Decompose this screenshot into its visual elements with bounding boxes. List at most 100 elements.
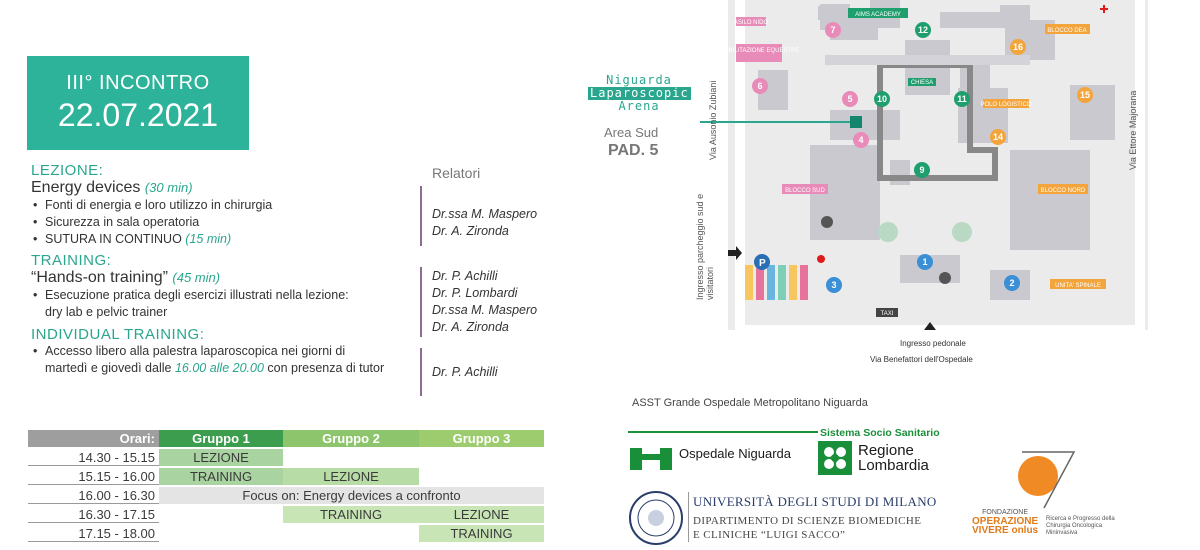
map-pin-1: 1 <box>917 254 933 270</box>
table-row: 15.15 - 16.00 TRAINING LEZIONE <box>28 468 544 485</box>
map-road <box>735 0 1145 335</box>
svg-text:4: 4 <box>858 135 863 145</box>
department-name: DIPARTIMENTO DI SCIENZE BIOMEDICHE E CLI… <box>693 515 922 541</box>
table-row: 17.15 - 18.00 TRAINING <box>28 525 544 542</box>
svg-text:7: 7 <box>830 25 835 35</box>
hospital-map: P 7 12 16 6 5 10 11 15 4 14 9 1 3 2 ASIL… <box>700 0 1148 364</box>
label-polo: POLO LOGISTICO <box>980 102 1031 108</box>
map-pin-4: 4 <box>853 132 869 148</box>
label-pedonale: Ingresso pedonale <box>900 339 966 348</box>
svg-text:10: 10 <box>877 94 887 104</box>
university-seal-icon <box>629 491 683 545</box>
map-pin-5: 5 <box>842 91 858 107</box>
svg-text:6: 6 <box>757 81 762 91</box>
table-header: Orari: Gruppo 1 Gruppo 2 Gruppo 3 <box>28 430 544 447</box>
svg-text:15: 15 <box>1080 90 1090 100</box>
svg-text:P: P <box>759 258 766 269</box>
event-title: III° INCONTRO <box>66 72 210 94</box>
label-dea: BLOCCO DEA <box>1047 28 1086 34</box>
label-chiesa: CHIESA <box>911 80 933 86</box>
ssr-label: Sistema Socio Sanitario <box>818 427 942 439</box>
map-pin-2: 2 <box>1004 275 1020 291</box>
ospedale-label: Ospedale Niguarda <box>679 446 792 461</box>
map-pin-14: 14 <box>990 129 1006 145</box>
map-pin-7: 7 <box>825 22 841 38</box>
individual-speakers: Dr. P. Achilli <box>432 365 498 379</box>
svg-text:1: 1 <box>922 257 927 267</box>
label-riab: RIABILITAZIONE EQUESTRE <box>719 48 800 54</box>
svg-text:2: 2 <box>1009 278 1014 288</box>
header-orari: Orari: <box>28 430 159 447</box>
individual-title: INDIVIDUAL TRAINING: <box>31 326 205 343</box>
training-topic: “Hands-on training” (45 min) <box>31 269 221 286</box>
svg-text:11: 11 <box>957 94 967 104</box>
university-name: UNIVERSITÀ DEGLI STUDI DI MILANO <box>693 494 937 509</box>
divider <box>628 431 938 433</box>
arena-label: Niguarda Laparoscopic Arena <box>588 73 691 113</box>
lezione-bullet: Sicurezza in sala operatoria <box>31 214 551 231</box>
parking-icon <box>754 254 770 270</box>
area-label: Area Sud <box>604 125 659 140</box>
lezione-bullet: Fonti di energia e loro utilizzo in chir… <box>31 197 551 214</box>
header-gruppo-3: Gruppo 3 <box>419 430 544 447</box>
relatori-heading: Relatori <box>432 165 481 181</box>
label-sud: BLOCCO SUD <box>785 188 825 194</box>
label-benefattori: Via Benefattori dell'Ospedale <box>870 355 973 364</box>
svg-text:3: 3 <box>831 280 836 290</box>
map-pin-6: 6 <box>752 78 768 94</box>
event-badge: III° INCONTRO 22.07.2021 <box>27 56 249 150</box>
label-parcheggio: Ingresso parcheggio sud e visitatori <box>695 193 715 300</box>
divider <box>420 267 422 337</box>
regione-label: Regione Lombardia <box>858 442 929 474</box>
lezione-title: LEZIONE: <box>31 162 104 179</box>
label-taxi: TAXI <box>881 311 894 317</box>
program: LEZIONE: Energy devices (30 min) Fonti d… <box>31 162 551 377</box>
lezione-topic: Energy devices (30 min) <box>31 179 193 196</box>
svg-text:16: 16 <box>1013 42 1023 52</box>
divider <box>420 348 422 396</box>
svg-text:5: 5 <box>847 94 852 104</box>
svg-text:9: 9 <box>919 165 924 175</box>
svg-text:14: 14 <box>993 132 1003 142</box>
individual-bullet: Accesso libero alla palestra laparoscopi… <box>31 343 551 377</box>
svg-text:12: 12 <box>918 25 928 35</box>
label-zubiani: Via Ausonio Zubiani <box>708 80 718 160</box>
label-aims: AIMS ACADEMY <box>855 12 901 18</box>
map-pin-15: 15 <box>1077 87 1093 103</box>
table-row: 16.30 - 17.15 TRAINING LEZIONE <box>28 506 544 523</box>
divider <box>688 492 689 542</box>
label-unita: UNITA' SPINALE <box>1055 283 1101 289</box>
label-nord: BLOCCO NORD <box>1041 188 1086 194</box>
table-row: 14.30 - 15.15 LEZIONE <box>28 449 544 466</box>
fondazione-tagline: Ricerca e Progresso della Chirurgia Onco… <box>1046 516 1115 536</box>
map-pin-3: 3 <box>826 277 842 293</box>
training-speakers: Dr. P. Achilli Dr. P. Lombardi Dr.ssa M.… <box>432 269 538 334</box>
map-pin-11: 11 <box>954 91 970 107</box>
event-date: 22.07.2021 <box>57 97 219 133</box>
info-icon <box>821 216 833 228</box>
header-gruppo-2: Gruppo 2 <box>283 430 419 447</box>
fondazione-logo-icon <box>1018 451 1076 509</box>
regione-logo-icon <box>818 441 852 475</box>
info-icon <box>939 272 951 284</box>
header-gruppo-1: Gruppo 1 <box>159 430 283 447</box>
training-bullet: Esecuzione pratica degli esercizi illust… <box>31 287 551 321</box>
lezione-speakers: Dr.ssa M. Maspero Dr. A. Zironda <box>432 207 538 238</box>
parking-entrance-arrow <box>728 246 742 260</box>
pad5-marker <box>850 116 862 128</box>
schedule-table: Orari: Gruppo 1 Gruppo 2 Gruppo 3 14.30 … <box>28 428 544 544</box>
label-asilo: ASILO NIDO <box>734 20 769 26</box>
fondazione-label: FONDAZIONE OPERAZIONE VIVERE onlus <box>972 509 1039 536</box>
map-pin-16: 16 <box>1010 39 1026 55</box>
divider <box>420 186 422 246</box>
ospedale-logo-icon <box>630 448 672 470</box>
parking-area <box>745 265 808 300</box>
table-row: 16.00 - 16.30 Focus on: Energy devices a… <box>28 487 544 504</box>
map-pin-9: 9 <box>914 162 930 178</box>
map-pin-12: 12 <box>915 22 931 38</box>
training-title: TRAINING: <box>31 252 112 269</box>
map-pin-10: 10 <box>874 91 890 107</box>
asst-label: ASST Grande Ospedale Metropolitano Nigua… <box>632 397 868 409</box>
entrance-arrow <box>924 322 936 330</box>
pad-label: PAD. 5 <box>608 142 659 159</box>
